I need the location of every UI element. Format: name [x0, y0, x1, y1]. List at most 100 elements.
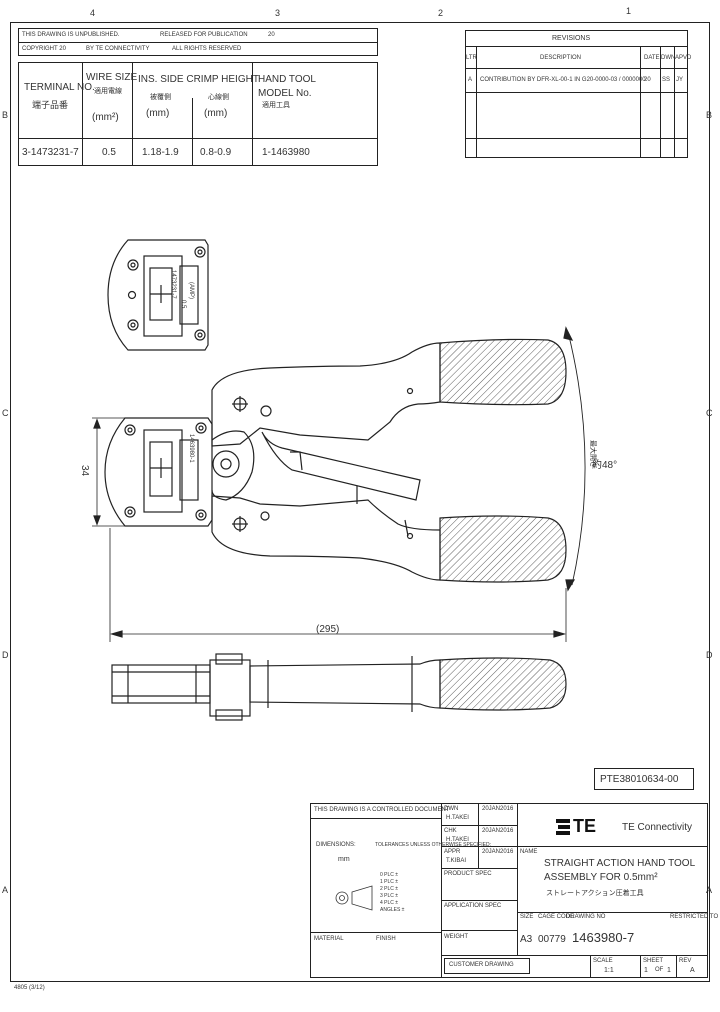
appr-label: APPR — [444, 849, 461, 855]
zone-label-right-a: A — [706, 885, 713, 895]
spec-tool-value: 1-1463980 — [262, 147, 310, 158]
header-unpublished: THIS DRAWING IS UNPUBLISHED. — [22, 32, 120, 38]
spec-crimp-value-a: 1.18-1.9 — [142, 147, 179, 158]
revisions-title: REVISIONS — [552, 35, 591, 42]
spec-tool-title: HAND TOOL — [258, 74, 316, 85]
sheet-size: A3 — [520, 934, 533, 945]
header-copyright: COPYRIGHT 20 — [22, 46, 66, 52]
cage-code: 00779 — [538, 934, 566, 945]
spec-crimp-unit-b: (mm) — [204, 108, 228, 119]
footer-code: 4805 (3/12) — [14, 985, 45, 991]
upper-handle — [211, 342, 441, 447]
scale-value: 1:1 — [604, 967, 614, 974]
cage-code-label: CAGE CODE — [538, 914, 575, 920]
title-line-1: STRAIGHT ACTION HAND TOOL — [544, 858, 696, 869]
scale-label: SCALE — [593, 958, 613, 964]
spec-tool-subtitle: 適用工具 — [262, 102, 290, 109]
zone-label-right-c: C — [706, 408, 713, 418]
appr-date: 20JAN2016 — [482, 849, 514, 855]
spec-crimp-title: INS. SIDE CRIMP HEIGHT — [138, 74, 259, 85]
zone-label-top-2: 2 — [438, 8, 444, 18]
zone-label-left-a: A — [2, 885, 9, 895]
revisions-block — [465, 30, 688, 158]
product-spec-label: PRODUCT SPEC — [444, 871, 492, 877]
spec-terminal-title: TERMINAL NO. — [24, 82, 95, 93]
length-dimension: (295) — [316, 624, 340, 635]
te-logo-text: TE — [573, 816, 597, 836]
rev-value: A — [690, 967, 695, 974]
dwn-name: H.TAKEI — [446, 815, 469, 821]
sheet-total: 1 — [667, 967, 671, 974]
name-label: NAME — [520, 849, 538, 855]
spec-wire-unit: (mm²) — [92, 112, 119, 123]
dwn-label: DWN — [444, 806, 459, 812]
dwn-date: 20JAN2016 — [482, 806, 514, 812]
spec-wire-value: 0.5 — [102, 147, 116, 158]
chk-date: 20JAN2016 — [482, 828, 514, 834]
spec-crimp-unit-a: (mm) — [146, 108, 170, 119]
customer-drawing-label: CUSTOMER DRAWING — [449, 962, 514, 968]
sheet-number: 1 — [644, 967, 648, 974]
title-block — [310, 803, 708, 978]
zone-label-right-d: D — [706, 650, 713, 660]
drawing-no-label: DRAWING NO — [566, 914, 606, 920]
spec-wire-subtitle: 適用電線 — [94, 88, 122, 95]
spec-crimp-value-b: 0.8-0.9 — [200, 147, 232, 158]
drawing-no: 1463980-7 — [572, 930, 635, 945]
lower-grip — [439, 515, 567, 583]
application-spec-label: APPLICATION SPEC — [444, 903, 502, 909]
material-label: MATERIAL — [314, 936, 344, 942]
rev-label: REV — [679, 958, 692, 964]
chk-label: CHK — [444, 828, 457, 834]
spec-crimp-subtitle-b: 心線側 — [208, 94, 229, 101]
revisions-header-dwn: DWN — [661, 55, 676, 61]
lower-handle — [211, 495, 441, 581]
zone-label-top-4: 4 — [90, 8, 96, 18]
side-view — [111, 653, 567, 721]
dimensions-unit: mm — [338, 856, 350, 863]
die-end-view — [107, 239, 209, 351]
tolerance-0plc: 0 PLC ± — [380, 872, 399, 878]
appr-name: T.KIBAI — [446, 858, 467, 864]
revisions-row-apvd: JY — [676, 77, 684, 83]
drawing-frame — [10, 22, 710, 982]
spec-tool-title2: MODEL No. — [258, 88, 312, 99]
tolerance-3plc: 3 PLC ± — [380, 893, 399, 899]
title-line-2: ASSEMBLY FOR 0.5mm² — [544, 872, 658, 883]
chk-name: H.TAKEI — [446, 837, 469, 843]
revisions-header-apvd: APVD — [675, 55, 692, 61]
zone-label-left-d: D — [2, 650, 9, 660]
te-logo: TE — [556, 816, 602, 836]
tolerance-1plc: 1 PLC ± — [380, 879, 399, 885]
tolerances-label: TOLERANCES UNLESS OTHERWISE SPECIFIED: — [375, 842, 491, 848]
die-head — [104, 417, 213, 527]
drawing-number: PTE38010634-00 — [600, 774, 679, 785]
header-rights: ALL RIGHTS RESERVED — [172, 46, 242, 52]
spec-table — [18, 62, 378, 166]
zone-label-left-c: C — [2, 408, 9, 418]
sheet-of: OF — [655, 967, 664, 973]
zone-label-top-3: 3 — [275, 8, 281, 18]
spec-crimp-subtitle-a: 被覆側 — [150, 94, 171, 101]
revisions-row-date: 20 — [644, 77, 651, 83]
zone-label-right-b: B — [706, 110, 713, 120]
revisions-header-date: DATE — [644, 55, 660, 61]
revisions-row-desc: CONTRIBUTION BY DFR-XL-00-1 IN G20-0000-… — [480, 77, 646, 83]
header-by: BY TE CONNECTIVITY — [86, 46, 150, 52]
header-released: RELEASED FOR PUBLICATION — [160, 32, 248, 38]
tolerance-2plc: 2 PLC ± — [380, 886, 399, 892]
company-name: TE Connectivity — [622, 822, 693, 833]
size-label: SIZE — [520, 914, 534, 920]
tolerance-angles: ANGLES ± — [380, 907, 405, 913]
title-line-3: ストレートアクション圧着工具 — [546, 890, 644, 897]
dimensions-label: DIMENSIONS: — [316, 842, 356, 848]
revisions-header-ltr: LTR — [466, 55, 477, 61]
controlled-document-notice: THIS DRAWING IS A CONTROLLED DOCUMENT — [314, 807, 450, 813]
customer-drawing-box — [444, 958, 530, 974]
opening-angle-value: 約48° — [592, 460, 618, 471]
sheet-label: SHEET — [643, 958, 664, 964]
spec-terminal-subtitle: 端子品番 — [32, 100, 69, 110]
zone-label-left-b: B — [2, 110, 9, 120]
